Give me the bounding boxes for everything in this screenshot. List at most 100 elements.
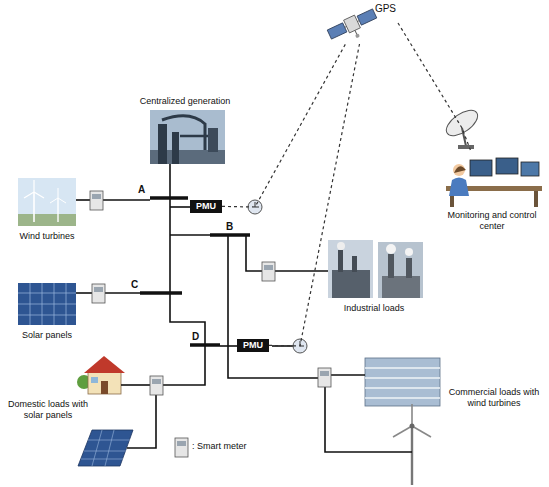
bus-letter: C xyxy=(131,280,138,290)
legend-text: : Smart meter xyxy=(192,441,247,452)
satellite-dish-part xyxy=(442,105,482,140)
control-room-part xyxy=(521,162,539,176)
source-node: Solar panels xyxy=(4,329,90,342)
smart-meter-part xyxy=(320,371,329,376)
smart-meter xyxy=(150,376,163,395)
commercial-wind-turbine xyxy=(393,404,431,485)
control-room-part xyxy=(454,166,466,173)
power-plant xyxy=(150,110,225,164)
smart-meter-part xyxy=(90,191,103,210)
smart-meter xyxy=(318,368,331,387)
bus-letter: D xyxy=(192,332,199,342)
source-node: Wind turbines xyxy=(4,230,90,243)
gps-satellite-part xyxy=(344,15,361,33)
solar-panels-picture xyxy=(18,283,76,325)
node-text: GPS xyxy=(330,3,396,14)
power-wires-part xyxy=(331,374,365,376)
wind-turbines-picture-part xyxy=(50,198,58,203)
node-text: Solar panels xyxy=(6,330,88,341)
power-wires-part xyxy=(325,387,412,452)
node-text: Commercial loads with wind turbines xyxy=(444,387,544,409)
bus-letter: B xyxy=(226,222,233,232)
smart-meter-part xyxy=(92,284,105,303)
commercial-building-picture-part xyxy=(365,358,440,406)
smart-meter xyxy=(92,284,105,303)
gps-receiver xyxy=(248,200,262,214)
power-plant-part xyxy=(158,124,167,164)
power-wires-part xyxy=(170,293,205,345)
commercial-building-picture xyxy=(365,358,440,406)
wind-turbines-picture xyxy=(18,178,76,226)
gps-satellite xyxy=(326,7,381,48)
industrial-picture-part xyxy=(352,256,357,272)
smart-meter-part xyxy=(262,262,275,281)
commercial-wind-turbine-part xyxy=(410,424,415,429)
power-plant-part xyxy=(172,132,179,164)
rooftop-solar-picture xyxy=(78,430,133,466)
industrial-picture-part xyxy=(386,244,396,254)
node-text: Industrial loads xyxy=(320,303,428,314)
industrial-picture-part xyxy=(337,242,345,250)
house-picture-part xyxy=(88,372,121,394)
industrial-picture-part xyxy=(328,240,373,298)
wind-turbines-picture-part xyxy=(58,188,59,198)
rooftop-solar-picture-part xyxy=(78,430,133,466)
commercial-wind-turbine-part xyxy=(412,426,431,437)
control-room xyxy=(446,158,542,207)
bus-letter: A xyxy=(138,185,145,195)
smart-meter-part xyxy=(264,265,273,270)
satellite-node: GPS xyxy=(328,2,398,44)
power-wires-part xyxy=(121,384,150,386)
commercial-wind-turbine-part xyxy=(393,426,412,437)
industrial-picture-part xyxy=(332,270,370,298)
house-picture-part xyxy=(91,377,98,383)
load-node: Commercial loads with wind turbines xyxy=(442,386,546,410)
pmu-box: PMU xyxy=(190,200,222,213)
power-wires-part xyxy=(103,199,150,201)
power-wires-part xyxy=(246,235,262,271)
generation-node: Centralized generation xyxy=(110,95,260,108)
gps-link xyxy=(269,44,360,346)
rooftop-solar-picture-part xyxy=(81,430,130,466)
wind-turbines-picture-part xyxy=(58,198,66,203)
commercial-building-picture-part xyxy=(365,368,440,398)
bus-bars-part xyxy=(150,196,188,200)
power-wires-part xyxy=(105,292,140,294)
control-room-part xyxy=(470,160,492,176)
house-picture xyxy=(77,356,125,394)
wind-turbines-picture-part xyxy=(57,198,58,222)
industrial-picture-part xyxy=(406,258,412,278)
power-wires-part xyxy=(275,270,328,272)
pmu-box: PMU xyxy=(237,339,269,352)
node-text: Centralized generation xyxy=(112,96,258,107)
satellite-dish-part xyxy=(458,145,474,149)
control-room-part xyxy=(449,178,469,197)
gps-satellite-part xyxy=(327,23,347,39)
house-picture-part xyxy=(84,356,125,373)
power-plant-part xyxy=(150,110,225,164)
smart-meter xyxy=(90,191,103,210)
wind-turbines-picture-part xyxy=(33,180,34,192)
node-text: Domestic loads with solar panels xyxy=(4,399,92,421)
load-node: Industrial loads xyxy=(318,302,430,315)
legend-meter-icon-part xyxy=(175,438,188,457)
control-room-part xyxy=(534,191,538,207)
industrial-picture xyxy=(328,240,423,298)
wind-turbines-picture-part xyxy=(24,192,34,198)
control-room-part xyxy=(496,158,518,174)
power-wires-part xyxy=(76,199,90,201)
power-wires-part xyxy=(170,234,210,236)
power-plant-part xyxy=(162,116,205,150)
gps-link xyxy=(398,23,470,150)
industrial-picture-part xyxy=(378,242,423,298)
control-room-part xyxy=(453,164,465,176)
smart-meter xyxy=(262,262,275,281)
bus-bars-part xyxy=(190,343,220,347)
solar-panels-picture-part xyxy=(18,283,76,325)
solar-panels-picture-part xyxy=(18,283,76,325)
wind-turbines-picture-part xyxy=(34,192,44,198)
